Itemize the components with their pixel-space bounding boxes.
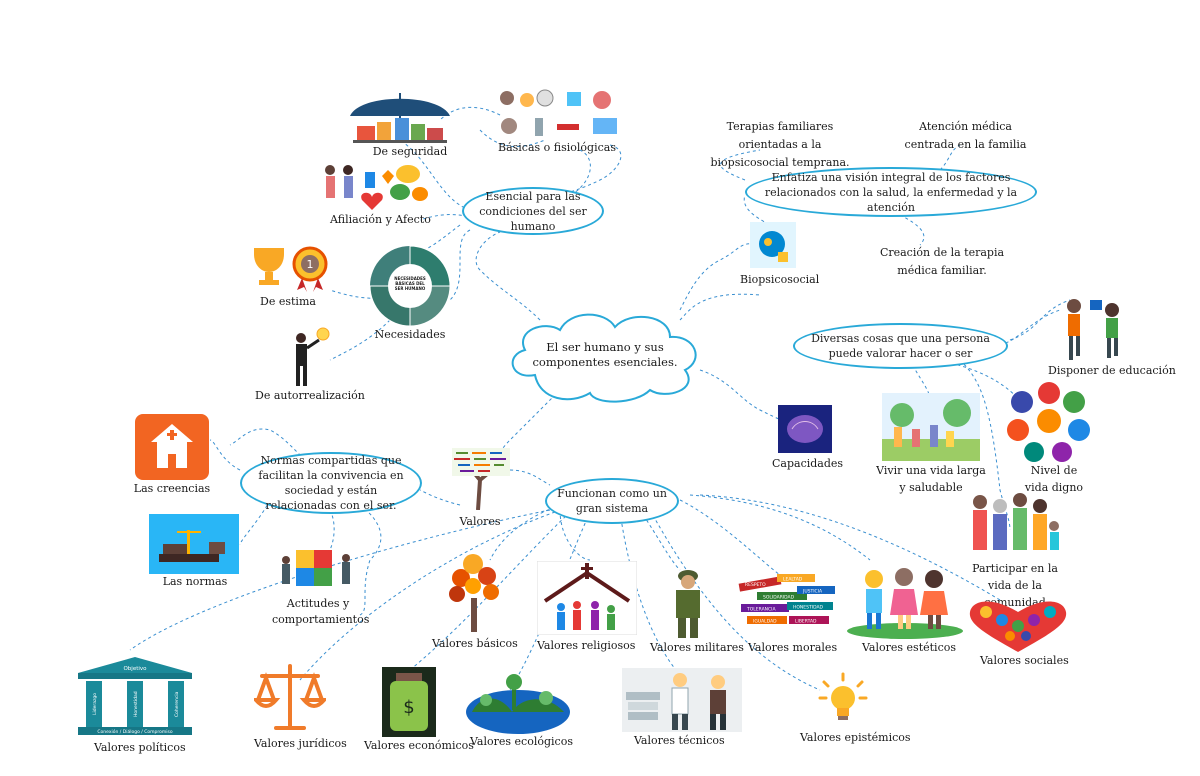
family-park-icon	[882, 393, 980, 461]
sistema-hub: Funcionan como un gran sistema	[545, 478, 679, 524]
label-esteticos: Valores estéticos	[862, 641, 956, 654]
moral-word-8: LIBERTAD	[795, 619, 817, 625]
label-tecnicos: Valores técnicos	[634, 734, 725, 747]
money-sign: $	[403, 697, 414, 718]
moral-word-2: RESPETO	[745, 582, 766, 588]
hands-heart-icon	[969, 601, 1067, 652]
central-topic: El ser humano y sus componentes esencial…	[532, 340, 678, 369]
temple-col3-text: Coherencia	[174, 691, 180, 717]
political-temple-icon: Objetivo Liderazgo Honestidad Coherencia…	[78, 657, 192, 735]
label-nivel-vida: Nivel de vida digno	[1024, 464, 1084, 494]
temple-top-text: Objetivo	[123, 666, 147, 672]
label-epistemicos: Valores epistémicos	[800, 731, 911, 744]
students-icon	[1067, 299, 1119, 360]
physiological-needs-icon	[500, 89, 617, 136]
earth-plants-icon	[466, 674, 570, 734]
label-religiosos: Valores religiosos	[537, 639, 636, 652]
label-basicos: Valores básicos	[432, 637, 518, 650]
money-jar-icon: $	[382, 667, 436, 737]
moral-word-7: IGUALDAD	[753, 619, 777, 625]
community-icon	[973, 493, 1059, 550]
justice-scales-icon	[254, 664, 326, 730]
label-militares: Valores militares	[650, 641, 744, 654]
label-economicos: Valores económicos	[364, 739, 474, 752]
label-afiliacion: Afiliación y Afecto	[330, 213, 431, 226]
label-ecologicos: Valores ecológicos	[470, 735, 573, 748]
capacidades-hub: Diversas cosas que una persona puede val…	[793, 323, 1008, 369]
label-necesidades: Necesidades	[374, 328, 446, 341]
biopsico-hub: Enfatiza una visión integral de los fact…	[745, 167, 1037, 217]
moral-word-5: TOLERANCIA	[746, 607, 776, 613]
church-building-icon	[135, 414, 209, 480]
temple-col1-text: Liderazgo	[92, 693, 98, 715]
label-terapias: Terapias familiares orientadas a la biop…	[710, 120, 850, 169]
label-sociales: Valores sociales	[980, 654, 1069, 667]
children-icon	[847, 568, 963, 639]
law-scales-icon	[149, 514, 239, 574]
label-basicas: Básicas o fisiológicas	[498, 141, 616, 154]
label-capacidades: Capacidades	[772, 457, 844, 470]
brain-glow-icon	[778, 405, 832, 453]
puzzle-people-icon	[282, 550, 350, 586]
label-valores: Valores	[459, 515, 501, 528]
label-autorrealizacion: De autorrealización	[255, 389, 365, 402]
moral-word-1: LEALTAD	[783, 577, 803, 583]
church-family-icon	[537, 561, 637, 635]
label-biopsicosocial: Biopsicosocial	[740, 273, 820, 286]
moral-word-3: SOLIDARIDAD	[763, 595, 795, 601]
normas-hub: Normas compartidas que facilitan la conv…	[240, 452, 422, 514]
trophy-medal-icon: 1	[254, 246, 328, 292]
businessman-bulb-icon	[296, 327, 330, 386]
label-vida-larga: Vivir una vida larga y saludable	[876, 464, 986, 494]
wheel-center-text: NECESIDADES BÁSICAS DEL SER HUMANO	[394, 276, 426, 291]
medal-number: 1	[307, 258, 314, 271]
moral-word-6: HONESTIDAD	[793, 605, 824, 611]
lightbulb-icon	[818, 672, 868, 720]
umbrella-houses-icon	[350, 93, 450, 143]
label-seguridad: De seguridad	[372, 145, 448, 158]
soldier-icon	[676, 570, 700, 638]
autumn-tree-icon	[449, 554, 499, 632]
label-juridicos: Valores jurídicos	[254, 737, 347, 750]
technicians-icon	[622, 668, 742, 732]
needs-wheel-icon	[369, 245, 451, 327]
temple-col2-text: Honestidad	[133, 691, 139, 717]
moral-words-icon: LEALTAD RESPETO SOLIDARIDAD JUSTICIA TOL…	[738, 574, 835, 625]
needs-hub: Esencial para las condiciones del ser hu…	[462, 187, 604, 235]
label-politicos: Valores políticos	[94, 741, 186, 754]
label-actitudes: Actitudes y comportamientos	[272, 597, 370, 626]
moral-word-4: JUSTICIA	[802, 589, 823, 595]
standard-living-icons	[1007, 382, 1090, 462]
label-normas: Las normas	[162, 575, 228, 588]
central-cloud	[511, 313, 697, 403]
brain-puzzle-icon	[750, 222, 796, 268]
label-morales: Valores morales	[748, 641, 838, 654]
label-atencion: Atención médica centrada en la familia	[904, 120, 1027, 151]
temple-base-text: Conexión / Diálogo / Compromiso	[97, 728, 172, 735]
label-creacion: Creación de la terapia médica familiar.	[879, 246, 1005, 277]
label-educacion: Disponer de educación	[1048, 364, 1176, 377]
values-tree-icon	[452, 448, 510, 510]
affection-icon	[325, 165, 428, 210]
label-creencias: Las creencias	[133, 482, 211, 495]
label-estima: De estima	[260, 295, 316, 308]
